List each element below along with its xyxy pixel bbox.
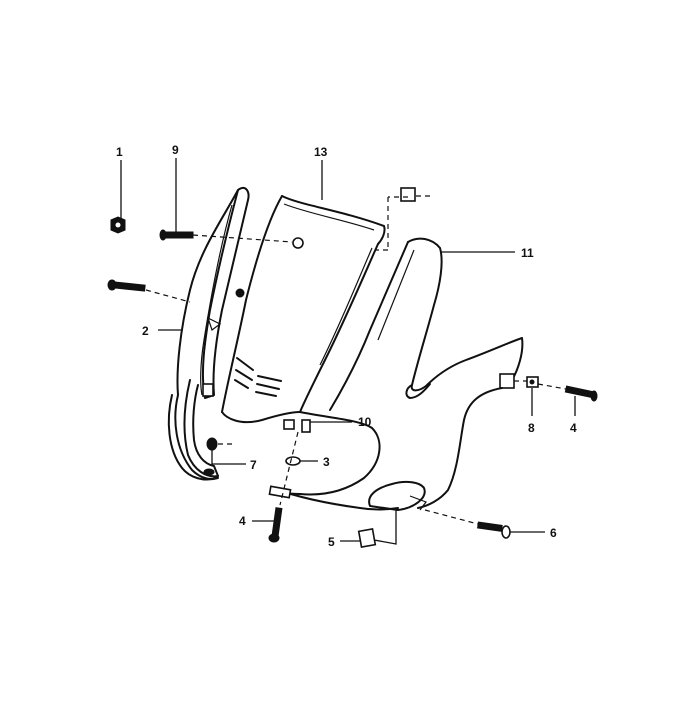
callout-13: 13: [314, 145, 328, 159]
part-6-screw: [477, 521, 511, 539]
callout-4-right: 4: [570, 421, 577, 435]
part-13-center-panel: [221, 195, 386, 424]
callout-6: 6: [550, 526, 557, 540]
part-10-clip: [283, 419, 311, 433]
part-3-grommet: [285, 456, 301, 466]
leader-lines: [120, 158, 576, 545]
part-5-clip-plate: [357, 527, 377, 549]
lower-fairing: [268, 411, 427, 511]
part-1-nut: [110, 216, 126, 234]
part-7-bushing: [206, 437, 218, 451]
callout-9: 9: [172, 143, 179, 157]
clip-top: [400, 187, 434, 202]
assembly-lines: [145, 196, 567, 525]
callout-3: 3: [323, 455, 330, 469]
part-4-screw-right: [564, 385, 598, 402]
callout-10: 10: [358, 415, 372, 429]
callout-2: 2: [142, 324, 149, 338]
callout-1: 1: [116, 145, 123, 159]
part-2-left-cover: [167, 186, 250, 481]
screw-left: [107, 279, 146, 292]
part-8-speed-nut: [526, 376, 539, 388]
callout-5: 5: [328, 535, 335, 549]
vent-slots: [234, 357, 282, 397]
callout-4-bottom: 4: [239, 514, 246, 528]
callout-7: 7: [250, 458, 257, 472]
part-11-right-cover: [329, 237, 524, 509]
callout-8: 8: [528, 421, 535, 435]
callout-11: 11: [521, 246, 534, 260]
part-4-screw-bottom: [268, 507, 283, 543]
